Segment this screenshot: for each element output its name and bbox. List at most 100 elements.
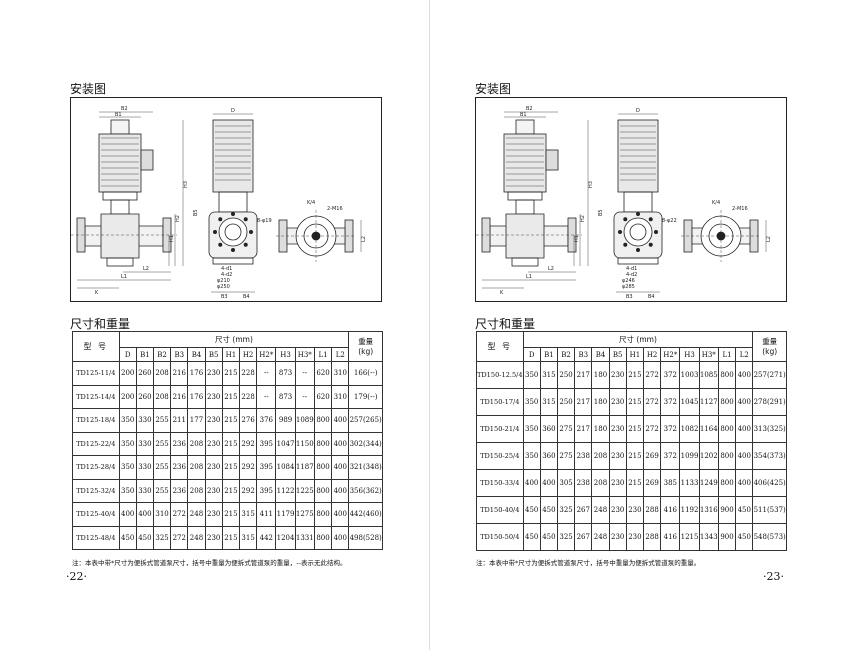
dimension-cell: 230 [625, 496, 645, 524]
dimension-cell: 400 [735, 415, 754, 443]
dimension-label: L2 [361, 236, 367, 242]
dimension-cell: 216 [170, 361, 189, 386]
dimension-cell: 230 [608, 361, 627, 389]
dimension-cell: 325 [556, 523, 576, 551]
model-header: 型 号 [476, 331, 524, 362]
dimension-cell: 255 [152, 431, 172, 456]
dimension-label: L1 [526, 274, 532, 280]
dimension-span-header: 尺寸 (mm) [118, 331, 350, 348]
dimension-cell: 400 [331, 478, 350, 503]
dimension-cell: 216 [170, 384, 189, 409]
dimension-cell: 260 [135, 361, 154, 386]
dimension-cell: 208 [152, 361, 172, 386]
dimension-cell: 248 [591, 523, 610, 551]
dimension-cell: 208 [591, 442, 610, 470]
weight-cell: 179(--) [348, 384, 383, 409]
dimension-label: 4-d1 [221, 266, 232, 272]
dimension-cell: 620 [313, 384, 333, 409]
dimension-cell: 400 [135, 502, 154, 527]
weight-cell: 511(537) [752, 496, 787, 524]
dimension-cell: 236 [170, 478, 189, 503]
weight-cell: 278(291) [752, 388, 787, 416]
dimension-cell: 208 [187, 431, 206, 456]
dimension-cell: 230 [204, 502, 223, 527]
dimension-cell: 215 [625, 361, 645, 389]
dimension-cell: 255 [152, 408, 172, 433]
dimension-cell: 372 [660, 388, 681, 416]
dimension-cell: 372 [660, 415, 681, 443]
table-note: 注：本表中带*尺寸为便拆式管道泵尺寸，括号中重量为便拆式管道泵的重量，--表示无… [72, 559, 347, 567]
column-header: B1 [135, 347, 154, 362]
dimension-cell: 236 [170, 455, 189, 480]
dimension-cell: 215 [221, 408, 241, 433]
dimension-cell: 1003 [679, 361, 700, 389]
dimension-cell: 1122 [275, 478, 296, 503]
dimension-cell: 310 [152, 502, 172, 527]
dimension-cell: 1045 [679, 388, 700, 416]
table-title: 尺寸和重量 [475, 317, 536, 331]
dimension-cell: 208 [187, 478, 206, 503]
dimension-label: 4-d2 [626, 272, 637, 278]
dimension-label: K/4 [712, 200, 720, 206]
dimension-cell: 400 [331, 431, 350, 456]
column-header: H2 [642, 347, 662, 362]
dimension-cell: 350 [118, 455, 137, 480]
dimension-cell: 215 [625, 469, 645, 497]
page-number: ·23· [763, 570, 784, 583]
dimension-cell: 230 [204, 408, 223, 433]
dimension-cell: 250 [556, 388, 576, 416]
dimension-cell: 292 [238, 455, 258, 480]
dimension-cell: 230 [204, 525, 223, 550]
dimension-label: L2 [766, 236, 772, 242]
column-header: H3* [294, 347, 315, 362]
dimension-cell: 350 [522, 442, 541, 470]
dimension-cell: 450 [522, 496, 541, 524]
dimension-cell: 1215 [679, 523, 700, 551]
dimension-cell: 800 [717, 361, 737, 389]
dimension-cell: 1047 [275, 431, 296, 456]
dimension-cell: 215 [221, 361, 241, 386]
dimension-cell: 800 [717, 442, 737, 470]
dimension-label: B5 [193, 209, 199, 216]
dimension-cell: 276 [238, 408, 258, 433]
top-view [276, 210, 362, 262]
column-header: H3 [679, 347, 700, 362]
dimension-label: H1 [574, 235, 580, 242]
column-header: H1 [221, 347, 241, 362]
dimension-cell: 400 [735, 361, 754, 389]
dimension-cell: 215 [221, 525, 241, 550]
dimension-cell: 248 [591, 496, 610, 524]
model-cell: TD150-33/4 [476, 469, 524, 497]
dimension-cell: 215 [221, 455, 241, 480]
dimension-cell: 315 [238, 525, 258, 550]
side-view [476, 111, 589, 289]
dimension-cell: 385 [660, 469, 681, 497]
dimension-cell: 330 [135, 478, 154, 503]
dimension-cell: 1202 [698, 442, 719, 470]
dimension-cell: -- [294, 361, 315, 386]
dimension-cell: 900 [717, 496, 737, 524]
dimension-cell: 873 [275, 361, 296, 386]
dimension-cell: 215 [625, 388, 645, 416]
dimension-cell: 228 [238, 361, 258, 386]
dimension-cell: 1331 [294, 525, 315, 550]
model-header: 型 号 [72, 331, 120, 362]
dimension-cell: 267 [574, 496, 593, 524]
weight-cell: 548(573) [752, 523, 787, 551]
weight-cell: 406(425) [752, 469, 787, 497]
dimension-cell: 288 [642, 496, 662, 524]
dimension-cell: 350 [522, 361, 541, 389]
dimension-cell: 230 [204, 431, 223, 456]
weight-cell: 356(362) [348, 478, 383, 503]
dimension-cell: 236 [170, 431, 189, 456]
dimension-cell: 215 [221, 478, 241, 503]
dimension-cell: 442 [256, 525, 277, 550]
